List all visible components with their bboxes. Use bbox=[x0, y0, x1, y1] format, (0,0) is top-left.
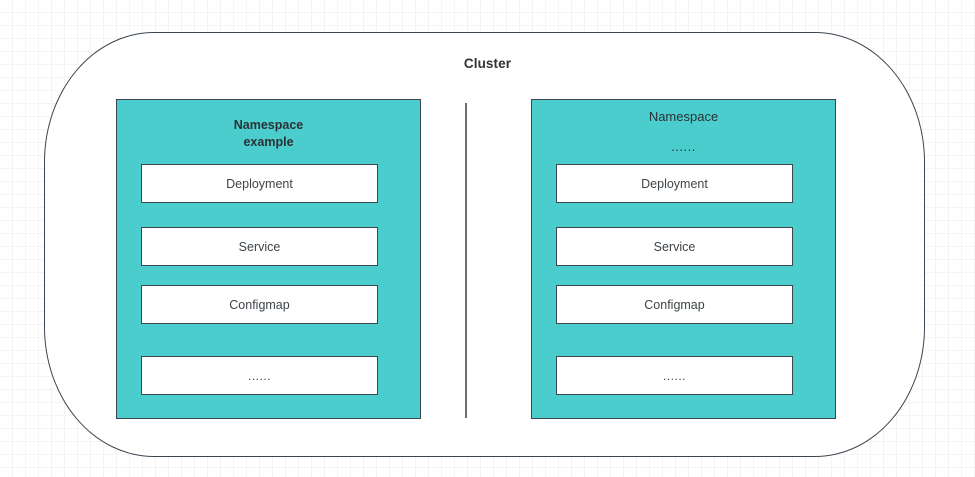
namespace-left-header-line-2: example bbox=[243, 135, 294, 149]
resource-label: Configmap bbox=[229, 297, 290, 312]
resource-box-service-right[interactable]: Service bbox=[556, 227, 793, 266]
resource-box-service-left[interactable]: Service bbox=[141, 227, 378, 266]
resource-label: Service bbox=[653, 239, 696, 254]
resource-label: Deployment bbox=[641, 176, 708, 191]
resource-label: Deployment bbox=[226, 176, 293, 191]
namespace-left-header: Namespace example bbox=[117, 117, 420, 151]
resource-box-configmap-left[interactable]: Configmap bbox=[141, 285, 378, 324]
resource-label: Service bbox=[238, 239, 281, 254]
namespace-right[interactable]: Namespace ...... Deployment Service Conf… bbox=[531, 99, 836, 419]
resource-box-deployment-right[interactable]: Deployment bbox=[556, 164, 793, 203]
resource-box-deployment-left[interactable]: Deployment bbox=[141, 164, 378, 203]
resource-label: ...... bbox=[247, 368, 271, 383]
resource-box-configmap-right[interactable]: Configmap bbox=[556, 285, 793, 324]
namespace-divider bbox=[465, 103, 467, 418]
namespace-left-header-line-1: Namespace bbox=[233, 118, 304, 132]
resource-label: ...... bbox=[662, 368, 686, 383]
resource-label: Configmap bbox=[644, 297, 705, 312]
namespace-left[interactable]: Namespace example Deployment Service Con… bbox=[116, 99, 421, 419]
resource-box-more-left[interactable]: ...... bbox=[141, 356, 378, 395]
resource-box-more-right[interactable]: ...... bbox=[556, 356, 793, 395]
namespace-right-header: Namespace ...... bbox=[532, 109, 835, 154]
namespace-right-header-line-2: ...... bbox=[671, 139, 696, 154]
cluster-title: Cluster bbox=[463, 56, 512, 71]
namespace-right-header-line-1: Namespace bbox=[648, 109, 719, 124]
